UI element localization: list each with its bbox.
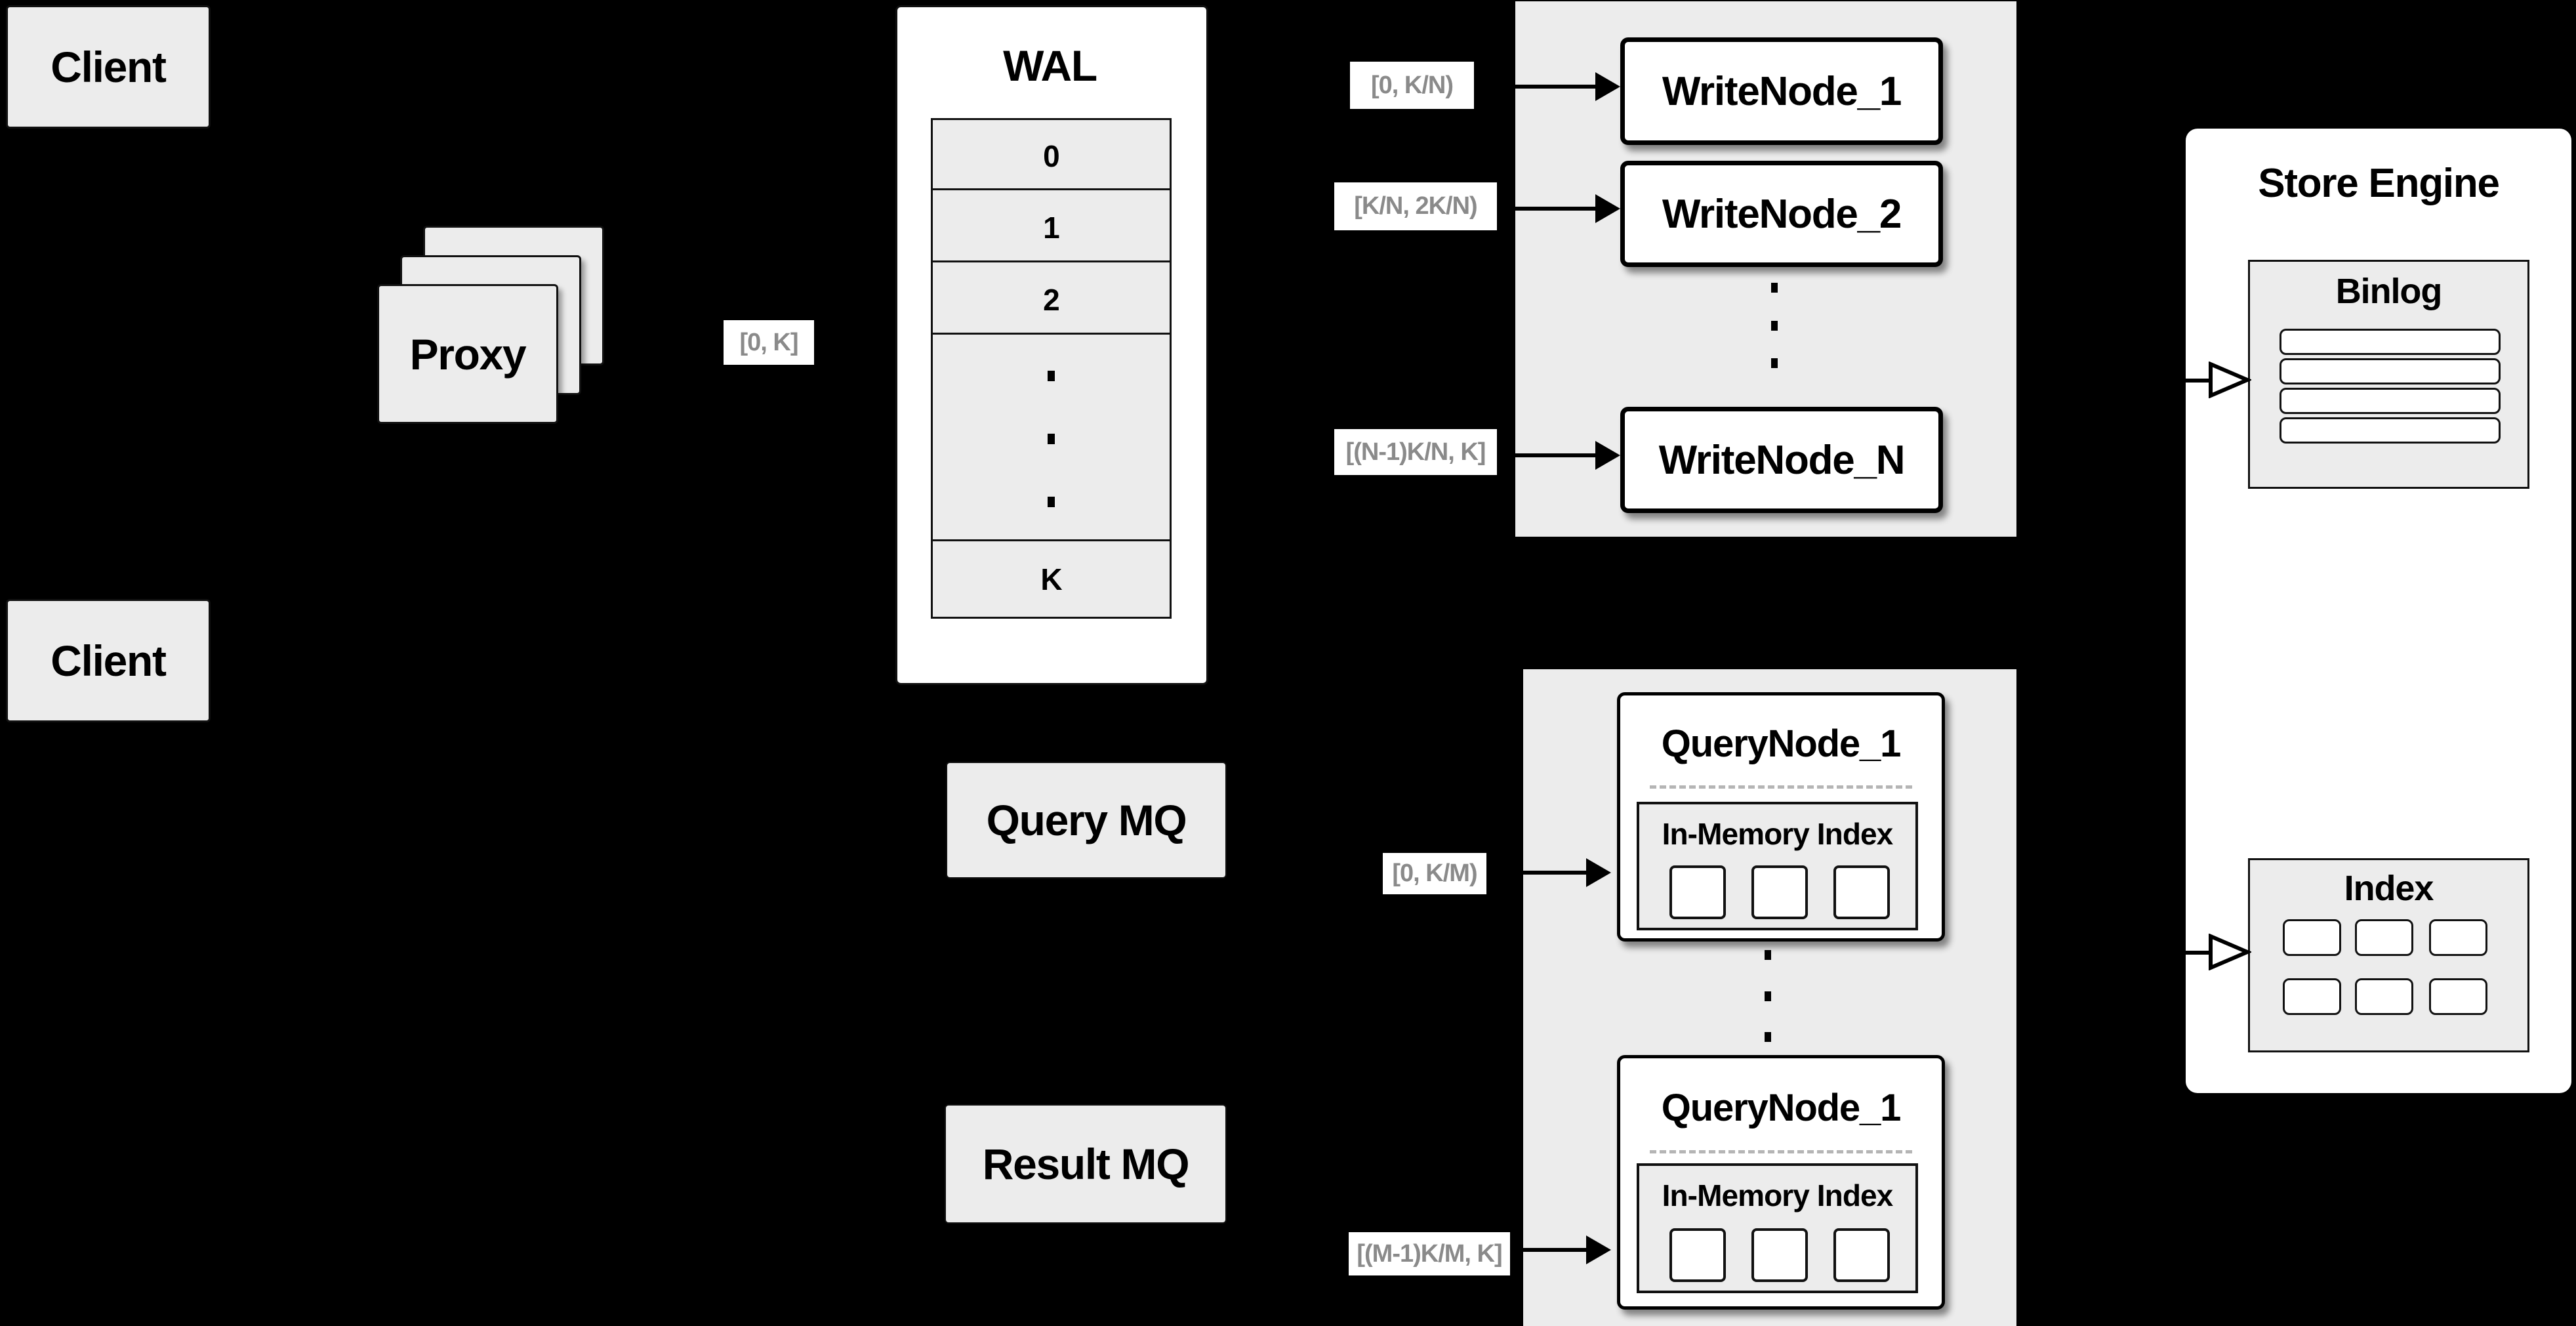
wal-row-k-label: K: [1040, 562, 1062, 596]
query-node-bottom-box: QueryNode_1 In-Memory Index: [1617, 1055, 1945, 1310]
index-cell: [2283, 919, 2341, 956]
write-node-1-label: WriteNode_1: [1662, 68, 1902, 114]
wal-row-2-label: 2: [1043, 282, 1060, 317]
arrow-line-binlog: [2158, 379, 2213, 383]
query-node-top-box: QueryNode_1 In-Memory Index: [1617, 692, 1945, 942]
wal-row-0-label: 0: [1043, 139, 1060, 173]
in-memory-index-box-top: In-Memory Index: [1637, 802, 1918, 930]
range-label-query-node-top: [0, K/M): [1383, 853, 1486, 894]
index-cell: [2429, 978, 2487, 1015]
store-engine-panel: Store Engine Binlog Index: [2186, 129, 2571, 1093]
write-node-n-box: WriteNode_N: [1620, 407, 1943, 513]
query-mq-box: Query MQ: [946, 762, 1227, 879]
write-node-2-box: WriteNode_2: [1620, 161, 1943, 267]
arrow-head-write-node-n: [1595, 441, 1620, 470]
memory-cell: [1833, 865, 1890, 919]
index-cell: [2429, 919, 2487, 956]
memory-cell: [1669, 865, 1726, 919]
arrow-head-query-node-bottom: [1586, 1235, 1611, 1264]
write-node-1-box: WriteNode_1: [1620, 37, 1943, 145]
index-cell: [2283, 978, 2341, 1015]
ellipsis-dot: [1771, 283, 1778, 293]
binlog-row: [2280, 388, 2501, 414]
index-cell: [2355, 919, 2413, 956]
arrow-head-write-node-1: [1595, 72, 1620, 101]
proxy-range-label: [0, K]: [724, 320, 814, 365]
arrow-line-query-node-top: [1486, 871, 1588, 875]
wal-row-ellipsis: [931, 333, 1172, 545]
client-box-top: Client: [6, 5, 211, 129]
memory-cell: [1751, 865, 1808, 919]
proxy-label: Proxy: [409, 329, 527, 379]
query-node-top-divider: [1650, 785, 1912, 789]
wal-row-2: 2: [931, 260, 1172, 339]
wal-title: WAL: [1003, 41, 1097, 90]
client-box-bottom: Client: [6, 599, 211, 722]
ellipsis-dot: [1771, 321, 1778, 331]
arrow-head-query-node-top: [1586, 858, 1611, 887]
hollow-arrow-index-icon: [2209, 934, 2251, 970]
arrow-line-write-node-1: [1476, 85, 1597, 89]
memory-cell: [1833, 1228, 1890, 1282]
query-node-top-title: QueryNode_1: [1661, 722, 1902, 765]
ellipsis-dot: [1765, 991, 1771, 1001]
index-cell: [2355, 978, 2413, 1015]
proxy-card-front: Proxy: [377, 284, 558, 424]
binlog-row: [2280, 417, 2501, 444]
write-node-2-label: WriteNode_2: [1662, 191, 1902, 237]
result-mq-box: Result MQ: [945, 1104, 1227, 1224]
range-label-write-node-n: [(N-1)K/N, K]: [1334, 429, 1497, 475]
query-node-bottom-divider: [1650, 1150, 1912, 1153]
wal-row-1-label: 1: [1043, 210, 1060, 245]
in-memory-index-box-bottom: In-Memory Index: [1637, 1163, 1918, 1293]
arrow-head-write-node-2: [1595, 194, 1620, 223]
ellipsis-dot: [1048, 434, 1055, 444]
range-label-write-node-2: [K/N, 2K/N): [1334, 182, 1497, 230]
wal-row-0: 0: [931, 118, 1172, 194]
in-memory-index-bottom-title: In-Memory Index: [1662, 1178, 1894, 1212]
hollow-arrow-binlog-icon: [2209, 362, 2251, 398]
arrow-line-write-node-2: [1499, 207, 1597, 211]
index-box: Index: [2248, 858, 2529, 1052]
client-top-label: Client: [51, 43, 167, 91]
ellipsis-dot: [1765, 950, 1771, 960]
binlog-row: [2280, 329, 2501, 355]
memory-cell: [1669, 1228, 1726, 1282]
arrow-line-write-node-n: [1499, 453, 1597, 457]
store-engine-title: Store Engine: [2258, 161, 2500, 206]
binlog-row: [2280, 358, 2501, 384]
binlog-title: Binlog: [2335, 272, 2443, 311]
query-node-bottom-title: QueryNode_1: [1661, 1087, 1902, 1129]
memory-cell: [1751, 1228, 1808, 1282]
ellipsis-dot: [1048, 371, 1055, 381]
ellipsis-dot: [1765, 1032, 1771, 1042]
in-memory-index-top-title: In-Memory Index: [1662, 817, 1894, 851]
binlog-box: Binlog: [2248, 260, 2529, 489]
query-mq-label: Query MQ: [986, 796, 1187, 844]
arrow-line-query-node-bottom: [1510, 1248, 1588, 1252]
wal-row-1: 1: [931, 188, 1172, 266]
result-mq-label: Result MQ: [982, 1140, 1190, 1188]
arrow-line-index: [2158, 951, 2213, 955]
range-label-write-node-1: [0, K/N): [1350, 62, 1474, 109]
wal-row-k: K: [931, 539, 1172, 619]
ellipsis-dot: [1771, 358, 1778, 368]
write-node-n-label: WriteNode_N: [1658, 437, 1906, 483]
index-title: Index: [2344, 869, 2434, 908]
client-bottom-label: Client: [51, 636, 167, 685]
range-label-query-node-bottom: [(M-1)K/M, K]: [1349, 1232, 1510, 1275]
ellipsis-dot: [1048, 497, 1055, 507]
